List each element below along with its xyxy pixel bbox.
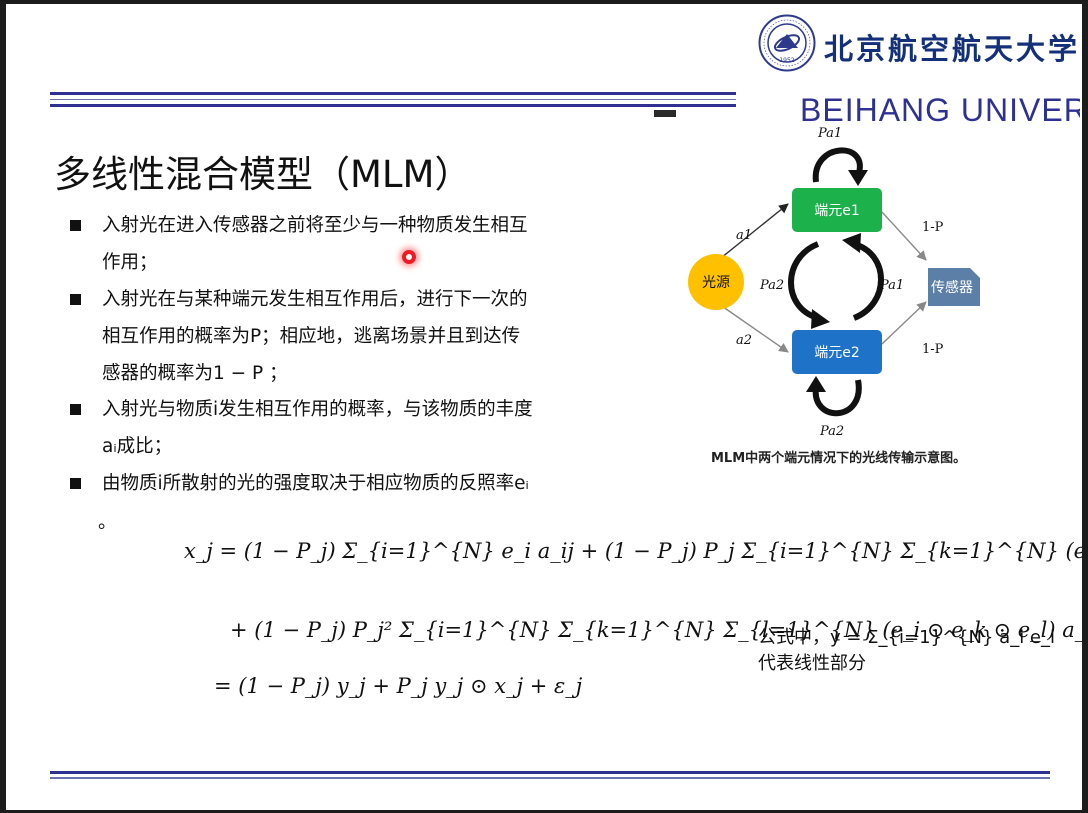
endmember-e1-label: 端元e1 [814,203,860,219]
sensor-label: 传感器 [931,279,973,296]
university-seal-logo: 1952 [758,14,816,72]
label-pa1-top: Pa1 [817,126,842,141]
bullet-2-line-2: 相互作用的概率为P；相应地，逃离场景并且到达传 [102,326,521,347]
loop-arrow-top [812,147,863,183]
equation-line-1: x_j = (1 − P_j) Σ_{i=1}^{N} e_i a_ij + (… [184,539,1082,563]
diagram-caption: MLM中两个端元情况下的光线传输示意图。 [711,451,967,466]
loop-arrow-bottom [812,379,862,417]
arrow-e2-to-sensor [881,301,927,345]
svg-text:1952: 1952 [779,57,794,64]
formula-note-line-1: 公式中，y = Σ_{i=1}^{N} a_i e_i [758,627,1055,648]
endmember-e1-node [792,188,882,232]
bullet-1-line-2: 作用； [102,252,158,273]
bullet-2-line-3: 感器的概率为1 − P ； [102,363,288,384]
cycle-arrowhead-left [811,309,830,329]
endmember-e2-node [792,330,882,374]
cycle-arrow-left [788,241,820,321]
page-title: 多线性混合模型（MLM） [54,153,472,196]
footer-rule-top [50,771,1050,774]
arrow-e1-to-sensor [881,211,927,261]
light-source-node [688,254,744,310]
endmember-e2-label: 端元e2 [814,345,860,361]
equation-line-3: = (1 − P_j) y_j + P_j y_j ⊙ x_j + ε_j [214,674,583,698]
header-rule-mid [50,99,736,100]
bullet-1-line-1: 入射光在进入传感器之前将至少与一种物质发生相互 [102,215,528,236]
mlm-diagram: 光源 端元e1 端元e2 传感器 Pa1 Pa2 Pa2 Pa1 a1 a2 1… [688,126,980,439]
bullet-3-line-1: 入射光与物质i发生相互作用的概率，与该物质的丰度 [102,399,533,420]
equation-line-2: + (1 − P_j) P_j² Σ_{i=1}^{N} Σ_{k=1}^{N}… [230,618,1082,642]
bullet-marker [70,404,81,415]
sensor-node [928,268,980,306]
bullet-4-line-2: 。 [98,512,117,533]
arrow-source-to-e2 [715,301,789,353]
bullet-2-line-1: 入射光在与某种端元发生相互作用后，进行下一次的 [102,289,528,310]
bullet-3-line-2: aᵢ成比； [102,436,173,457]
university-name-en: BEIHANG UNIVERSITY [800,93,1080,127]
laser-pointer-dot [402,250,416,264]
label-a2: a2 [736,333,752,348]
light-source-label: 光源 [702,275,730,291]
header-rule-bottom [50,104,736,107]
label-pa1-middle: Pa1 [879,278,904,293]
loop-arrowhead-top [848,170,868,186]
label-pa2-bottom: Pa2 [819,424,844,439]
slide: 1952 北京航空航天大学 BEIHANG UNIVERSITY 多线性混合模型… [6,4,1082,810]
loop-arrowhead-bottom [806,376,826,392]
footer-rule-bottom [50,777,1050,779]
bullet-marker [70,478,81,489]
bullet-marker [70,294,81,305]
label-1p-bottom: 1-P [922,342,944,357]
stray-mark [654,110,676,117]
label-a1: a1 [736,228,752,243]
header-rule-top [50,92,736,95]
label-pa2-middle: Pa2 [759,278,784,293]
formula-note-line-2: 代表线性部分 [758,653,866,674]
arrow-source-to-e1 [715,203,789,263]
label-1p-top: 1-P [922,220,944,235]
cycle-arrow-right [852,241,884,321]
cycle-arrowhead-right [842,233,861,253]
university-name-cn: 北京航空航天大学 [824,32,1081,66]
bullet-4-line-1: 由物质i所散射的光的强度取决于相应物质的反照率eᵢ [102,473,529,494]
bullet-marker [70,220,81,231]
